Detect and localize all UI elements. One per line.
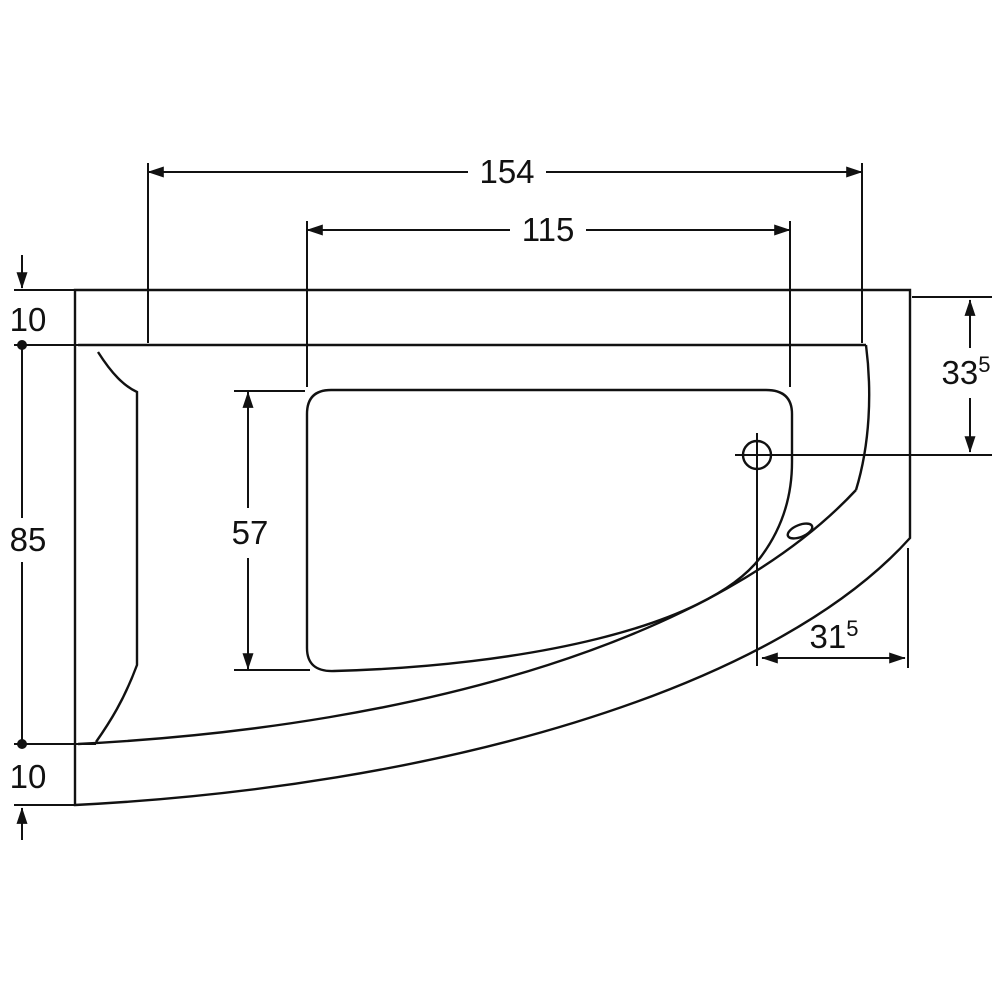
label-superscript: 5 [978, 352, 990, 377]
dim-basin-width [234, 390, 310, 671]
overflow-outlet [786, 522, 814, 540]
dim-drain-offset-right [756, 472, 909, 668]
label-basin-length: 115 [522, 211, 575, 248]
tub-rim-inner-bottom-edge [77, 489, 857, 746]
dimension-lines [14, 163, 992, 840]
dim-basin-length [306, 221, 791, 387]
dim-overall-length [147, 163, 863, 343]
label-overall-length: 154 [479, 153, 534, 190]
label-inner-width: 85 [10, 521, 47, 558]
tub-rim-inner-right-edge [854, 344, 871, 491]
dimension-labels: 154 115 10 85 10 57 335 315 [10, 153, 991, 795]
tub-body [73, 288, 912, 807]
label-main: 31 [810, 618, 847, 655]
label-main: 33 [942, 354, 979, 391]
label-basin-width: 57 [232, 514, 269, 551]
label-superscript: 5 [846, 616, 858, 641]
tub-headrest-edge [95, 351, 139, 743]
tub-outer-contour [73, 288, 912, 807]
dimension-dot [17, 340, 27, 350]
label-rim-width-top: 10 [10, 301, 47, 338]
label-drain-offset-right: 315 [810, 616, 859, 655]
dimension-dot [17, 739, 27, 749]
label-drain-offset-top: 335 [942, 352, 991, 391]
dim-drain-offset-top [735, 296, 992, 456]
label-rim-width-bottom: 10 [10, 758, 47, 795]
tub-basin-contour [305, 388, 794, 673]
dim-left-widths [14, 255, 96, 840]
